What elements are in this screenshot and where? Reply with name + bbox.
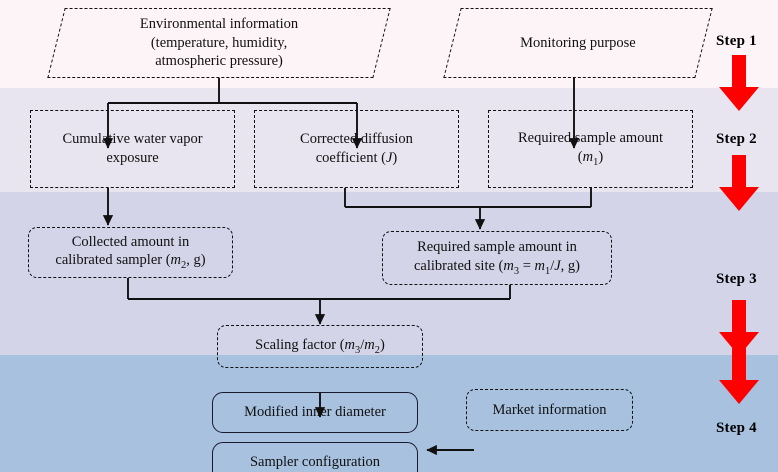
- scaling-subscript-2: 2: [374, 344, 380, 356]
- diffusion-symbol-J: J: [385, 150, 393, 166]
- node-collected-amount-calibrated-sampler[interactable]: Collected amount in calibrated sampler (…: [28, 227, 233, 278]
- node-required-sample-amount[interactable]: Required sample amount (m1): [488, 110, 693, 188]
- step-arrow-3-icon: [719, 300, 759, 356]
- required-line-2-pre: (: [577, 148, 583, 165]
- scaling-factor-line: Scaling factor (m3/m2): [255, 336, 385, 357]
- node-required-sample-amount-calibrated-site[interactable]: Required sample amount in calibrated sit…: [382, 231, 612, 285]
- node-monitoring-purpose[interactable]: Monitoring purpose: [443, 8, 713, 78]
- market-information-label: Market information: [492, 401, 607, 418]
- step-label-1: Step 1: [716, 33, 757, 49]
- node-environmental-information[interactable]: Environmental information (temperature, …: [47, 8, 391, 78]
- step-band-1: [0, 0, 778, 88]
- step-band-3: [0, 192, 778, 355]
- scaling-subscript-3: 3: [355, 344, 361, 356]
- calsite-line-2: calibrated site (m3 = m1/J, g): [414, 257, 580, 278]
- sampler-configuration-label: Sampler configuration: [249, 454, 381, 471]
- collected-line-2-pre: calibrated sampler (: [55, 252, 171, 269]
- diffusion-line-2: coefficient (J): [300, 149, 413, 168]
- scaling-symbol-m2: m: [364, 336, 375, 353]
- node-modified-inner-diameter[interactable]: Modified inner diameter: [212, 392, 418, 433]
- calsite-equals: =: [519, 257, 535, 274]
- scaling-pre: Scaling factor (: [255, 336, 345, 353]
- env-line-2: (temperature, humidity,: [150, 34, 288, 51]
- scaling-post: ): [379, 336, 385, 353]
- calsite-subscript-1: 1: [544, 265, 551, 277]
- step-band-4: [0, 355, 778, 472]
- cumulative-line-1: Cumulative water vapor: [62, 131, 203, 148]
- calsite-symbol-m1: m: [534, 257, 545, 274]
- required-subscript-1: 1: [593, 156, 599, 168]
- env-line-1: Environmental information: [139, 16, 299, 33]
- calsite-line-2-post: , g): [560, 257, 581, 274]
- scaling-symbol-m3: m: [344, 336, 356, 353]
- diffusion-line-1: Corrected diffusion: [300, 131, 413, 148]
- diffusion-line-2-post: ): [392, 150, 398, 166]
- step-label-2: Step 2: [716, 131, 757, 147]
- step-label-4: Step 4: [716, 420, 757, 436]
- scaling-slash: /: [360, 336, 365, 353]
- step-label-3: Step 3: [716, 271, 757, 287]
- collected-line-2: calibrated sampler (m2, g): [55, 251, 205, 272]
- calsite-symbol-m3: m: [503, 257, 514, 274]
- calsite-symbol-J: J: [554, 257, 561, 274]
- calsite-subscript-3: 3: [513, 265, 520, 277]
- step-arrow-2-icon: [719, 155, 759, 211]
- monitoring-purpose-label: Monitoring purpose: [520, 34, 636, 51]
- collected-line-1: Collected amount in: [71, 233, 190, 250]
- required-line-1: Required sample amount: [518, 130, 663, 147]
- collected-subscript-2: 2: [181, 260, 187, 272]
- diffusion-line-2-pre: coefficient (: [315, 150, 386, 166]
- modified-inner-diameter-label: Modified inner diameter: [244, 404, 386, 421]
- node-cumulative-water-vapor-exposure[interactable]: Cumulative water vapor exposure: [30, 110, 235, 188]
- node-corrected-diffusion-coefficient[interactable]: Corrected diffusion coefficient (J): [254, 110, 459, 188]
- collected-line-2-post: , g): [186, 252, 206, 269]
- node-sampler-configuration[interactable]: Sampler configuration: [212, 442, 418, 472]
- required-line-2-post: ): [598, 148, 604, 165]
- required-symbol-m: m: [582, 148, 594, 165]
- collected-symbol-m: m: [170, 252, 182, 269]
- calsite-line-1: Required sample amount in: [417, 239, 577, 256]
- node-scaling-factor[interactable]: Scaling factor (m3/m2): [217, 325, 423, 368]
- env-line-3: atmospheric pressure): [155, 53, 283, 70]
- step-band-2: [0, 88, 778, 192]
- step-arrow-1-icon: [719, 55, 759, 111]
- node-market-information[interactable]: Market information: [466, 389, 633, 431]
- required-line-2: (m1): [518, 148, 663, 169]
- calsite-line-2-pre: calibrated site (: [413, 257, 504, 274]
- calsite-slash: /: [550, 257, 555, 274]
- step-arrow-4-icon: [719, 348, 759, 404]
- cumulative-line-2: exposure: [106, 150, 159, 166]
